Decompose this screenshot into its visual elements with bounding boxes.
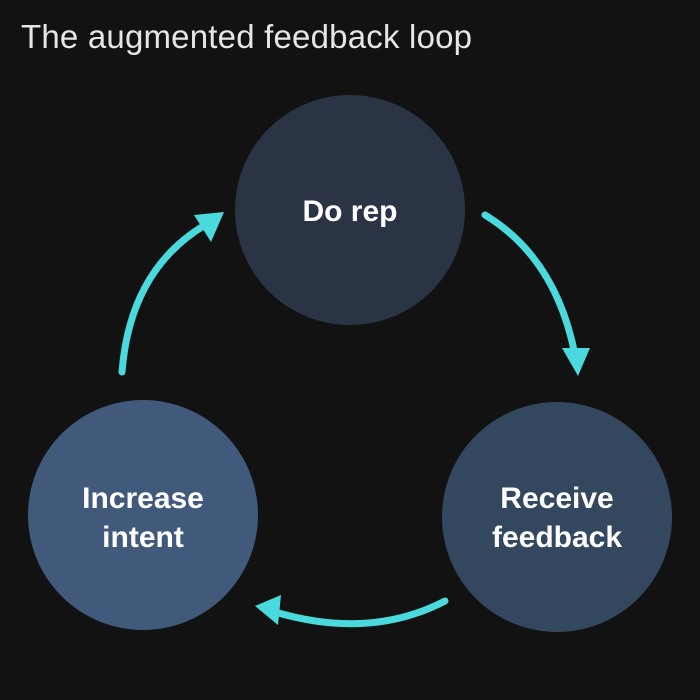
- node-increase-intent: Increase intent: [28, 400, 258, 630]
- arrow-do-rep-to-receive-feedback: [481, 211, 590, 376]
- node-increase-intent-label-line1: Increase: [82, 482, 204, 515]
- node-receive-feedback: Receive feedback: [442, 402, 672, 632]
- node-receive-feedback-label-line1: Receive: [500, 482, 613, 515]
- node-do-rep-label: Do rep: [302, 195, 397, 228]
- node-receive-feedback-label-line2: feedback: [492, 521, 622, 554]
- arrow-increase-intent-to-do-rep: [118, 212, 224, 376]
- page-title: The augmented feedback loop: [21, 18, 473, 55]
- arrow-receive-feedback-to-increase-intent: [255, 595, 449, 628]
- node-increase-intent-label-line2: intent: [102, 521, 184, 554]
- node-do-rep: Do rep: [235, 95, 465, 325]
